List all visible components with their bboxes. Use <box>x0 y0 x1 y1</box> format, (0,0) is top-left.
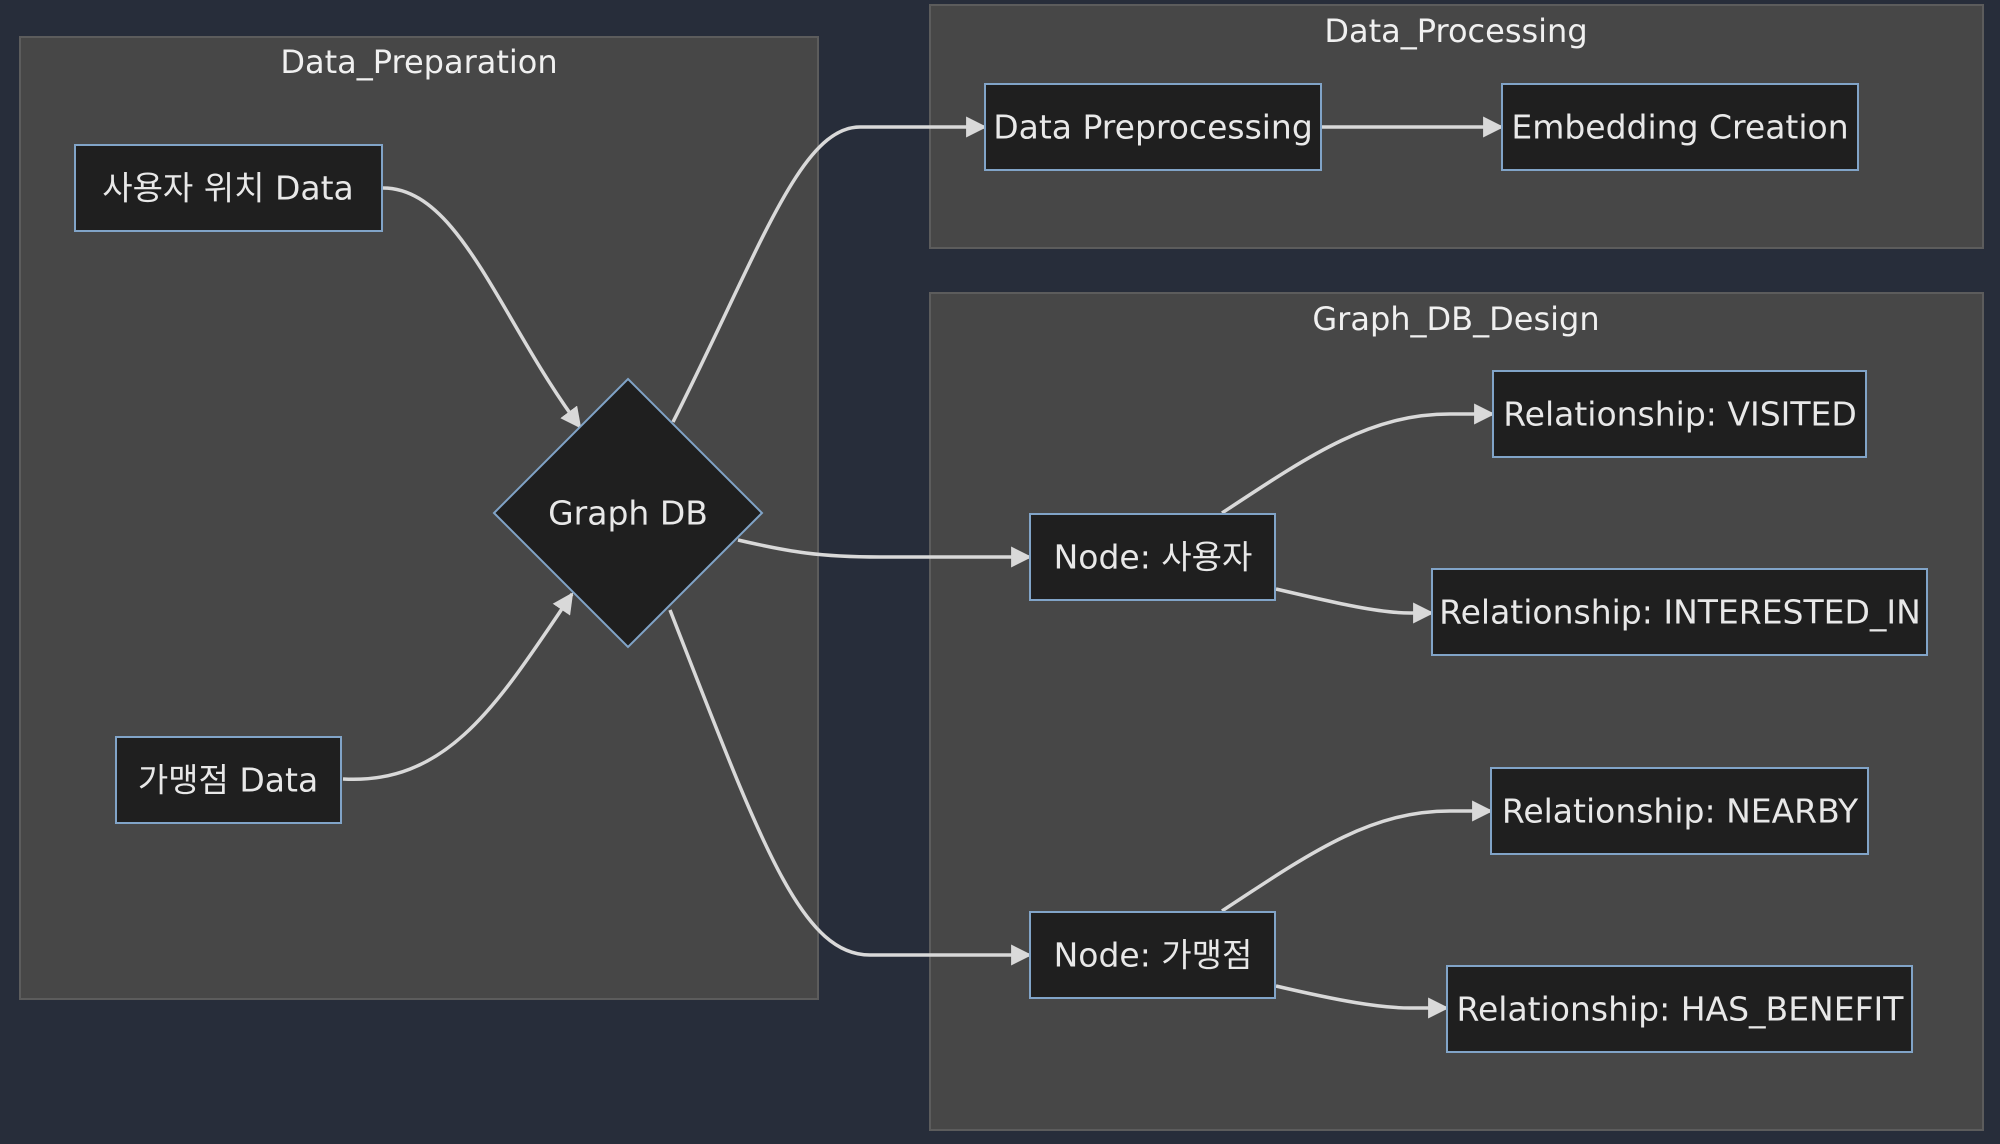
edges <box>342 116 1505 1019</box>
node-label-user-location-data: 사용자 위치 Data <box>102 169 354 208</box>
node-label-relationship-visited: Relationship: VISITED <box>1503 395 1857 434</box>
node-data-preprocessing[interactable]: Data Preprocessing <box>984 83 1322 171</box>
cluster-title-data-processing: Data_Processing <box>1324 12 1587 50</box>
node-label-graph-db: Graph DB <box>548 494 708 533</box>
node-label-merchant: Node: 가맹점 <box>1054 936 1253 975</box>
edge-node-user-to-interested <box>1275 587 1435 624</box>
edge-graphdb-to-preprocessing <box>671 116 988 423</box>
node-label-data-preprocessing: Data Preprocessing <box>993 108 1313 147</box>
node-label-relationship-nearby: Relationship: NEARBY <box>1502 792 1859 831</box>
node-label-relationship-interested-in: Relationship: INTERESTED_IN <box>1439 593 1921 632</box>
node-relationship-visited[interactable]: Relationship: VISITED <box>1492 370 1867 458</box>
node-graph-db[interactable]: Graph DB <box>492 377 764 649</box>
node-merchant-data[interactable]: 가맹점 Data <box>115 736 342 824</box>
edge-node-merchant-to-has-benefit <box>1275 984 1450 1019</box>
node-user-location-data[interactable]: 사용자 위치 Data <box>74 144 383 232</box>
node-relationship-has-benefit[interactable]: Relationship: HAS_BENEFIT <box>1446 965 1913 1053</box>
node-embedding-creation[interactable]: Embedding Creation <box>1501 83 1859 171</box>
node-merchant[interactable]: Node: 가맹점 <box>1029 911 1276 999</box>
edge-node-user-to-visited <box>1221 403 1496 515</box>
edge-graphdb-to-node-user <box>737 538 1033 568</box>
cluster-title-graph-db-design: Graph_DB_Design <box>1312 300 1599 338</box>
node-relationship-interested-in[interactable]: Relationship: INTERESTED_IN <box>1431 568 1928 656</box>
cluster-title-data-preparation: Data_Preparation <box>280 43 557 81</box>
edge-merchant-to-graphdb <box>342 592 574 781</box>
node-label-relationship-has-benefit: Relationship: HAS_BENEFIT <box>1457 990 1905 1029</box>
node-label-merchant-data: 가맹점 Data <box>138 761 318 800</box>
edge-node-merchant-to-nearby <box>1221 800 1494 913</box>
edge-graphdb-to-node-merchant <box>668 609 1033 966</box>
node-label-embedding-creation: Embedding Creation <box>1511 108 1848 147</box>
node-user[interactable]: Node: 사용자 <box>1029 513 1276 601</box>
edge-user-location-to-graphdb <box>382 186 582 429</box>
node-relationship-nearby[interactable]: Relationship: NEARBY <box>1490 767 1869 855</box>
node-label-user: Node: 사용자 <box>1054 538 1253 577</box>
